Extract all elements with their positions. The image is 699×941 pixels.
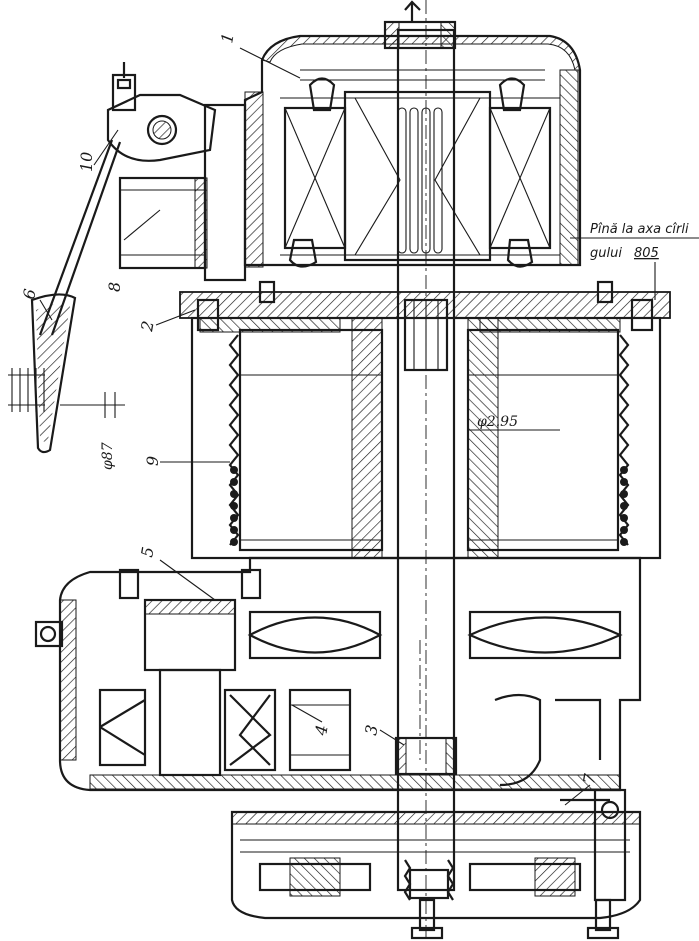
- middle-flange: [179, 280, 671, 333]
- part-label-1: 1: [217, 31, 237, 44]
- part-label-7: 7: [579, 772, 600, 786]
- dimension-main: φ2.95: [468, 414, 560, 431]
- part-label-4: 4: [311, 723, 332, 737]
- part-label-6: 6: [19, 287, 39, 300]
- note-line2: gului: [590, 246, 622, 261]
- top-housing: [243, 0, 582, 268]
- part-label-8: 8: [105, 282, 124, 292]
- part-label-2: 2: [137, 319, 158, 333]
- diameter-side-label: φ87: [100, 442, 116, 470]
- part-label-9: 9: [143, 456, 162, 466]
- note-value: 805: [634, 246, 659, 261]
- diameter-main-label: φ2.95: [477, 414, 518, 430]
- note-block: Pînă la axa cîrli gului 805: [570, 222, 699, 300]
- part-label-3: 3: [361, 723, 381, 736]
- gearbox: [34, 556, 642, 792]
- bottom-brake: [230, 788, 642, 940]
- coil-dots: [230, 466, 628, 546]
- part-label-5: 5: [137, 545, 157, 558]
- part-labels: 1 2 3 4 5 6 7 8 9 10: [19, 31, 600, 806]
- note-line1: Pînă la axa cîrli: [590, 222, 689, 237]
- left-bracket: [8, 62, 247, 454]
- part-label-10: 10: [77, 152, 96, 172]
- detail-chain: [8, 368, 45, 412]
